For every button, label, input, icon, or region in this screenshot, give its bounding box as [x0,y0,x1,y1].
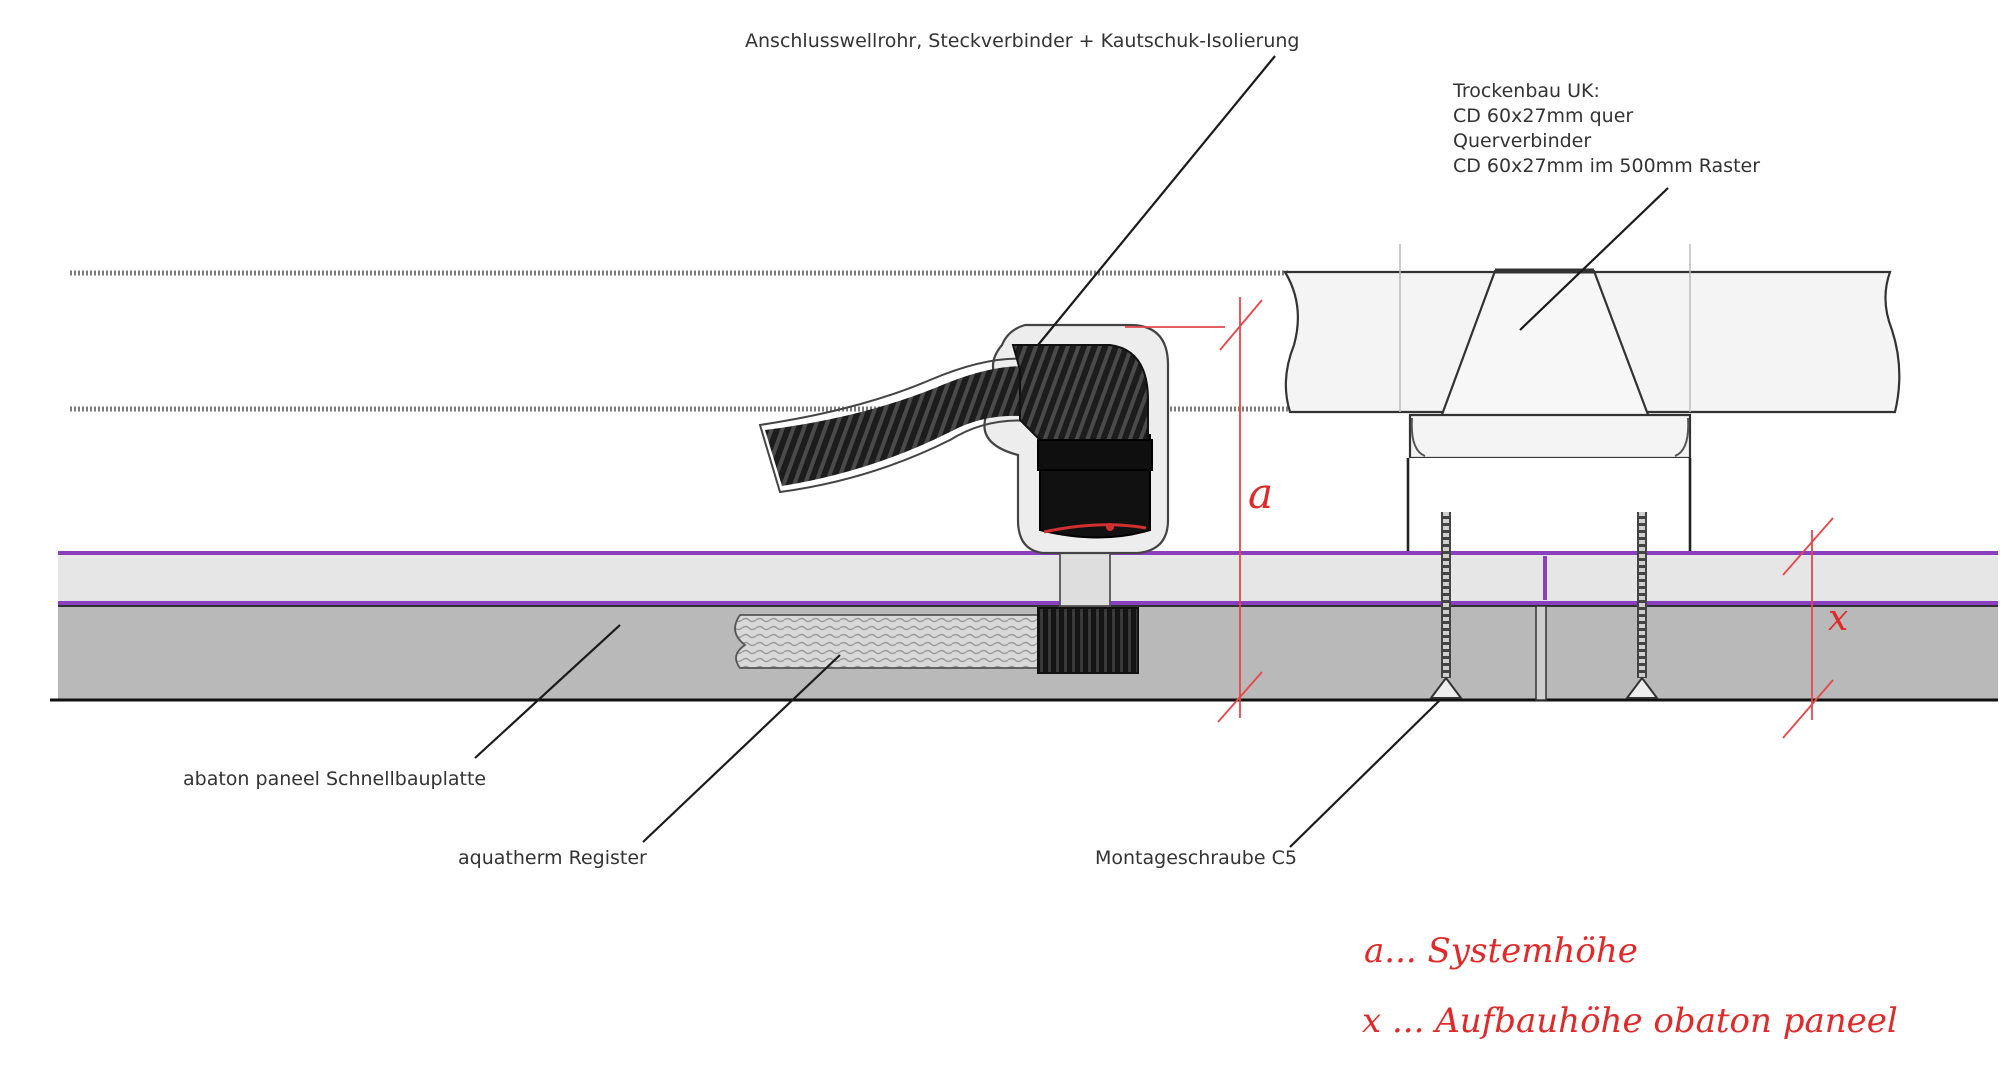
register-connector [1037,607,1139,674]
dimension-x-label: x [1828,598,1848,639]
label-drywall-line1: CD 60x27mm quer [1453,105,1633,127]
legend-x: x ... Aufbauhöhe obaton paneel [1362,1001,1898,1041]
lower-cd-profile [1406,413,1692,558]
label-panel: abaton paneel Schnellbauplatte [183,768,486,790]
dimension-a-label: a [1248,469,1273,518]
mounting-screw-left [1429,512,1463,699]
label-drywall-title: Trockenbau UK: [1452,80,1600,102]
label-pipe-connection: Anschlusswellrohr, Steckverbinder + Kaut… [745,30,1300,52]
aquatherm-register-pipe [734,614,1041,669]
legend-a: a... Systemhöhe [1364,931,1638,971]
dimension-x: x [1782,517,1848,739]
corrugated-hose [758,344,1153,494]
label-register: aquatherm Register [458,847,647,869]
label-drywall-line2: Querverbinder [1453,130,1591,152]
mounting-screw-right [1625,512,1659,699]
label-screw: Montageschraube C5 [1095,847,1297,869]
dimension-a: a [1125,297,1273,723]
top-layer [58,551,1998,605]
leader-lines [474,55,1669,848]
label-drywall-line3: CD 60x27mm im 500mm Raster [1453,155,1760,177]
